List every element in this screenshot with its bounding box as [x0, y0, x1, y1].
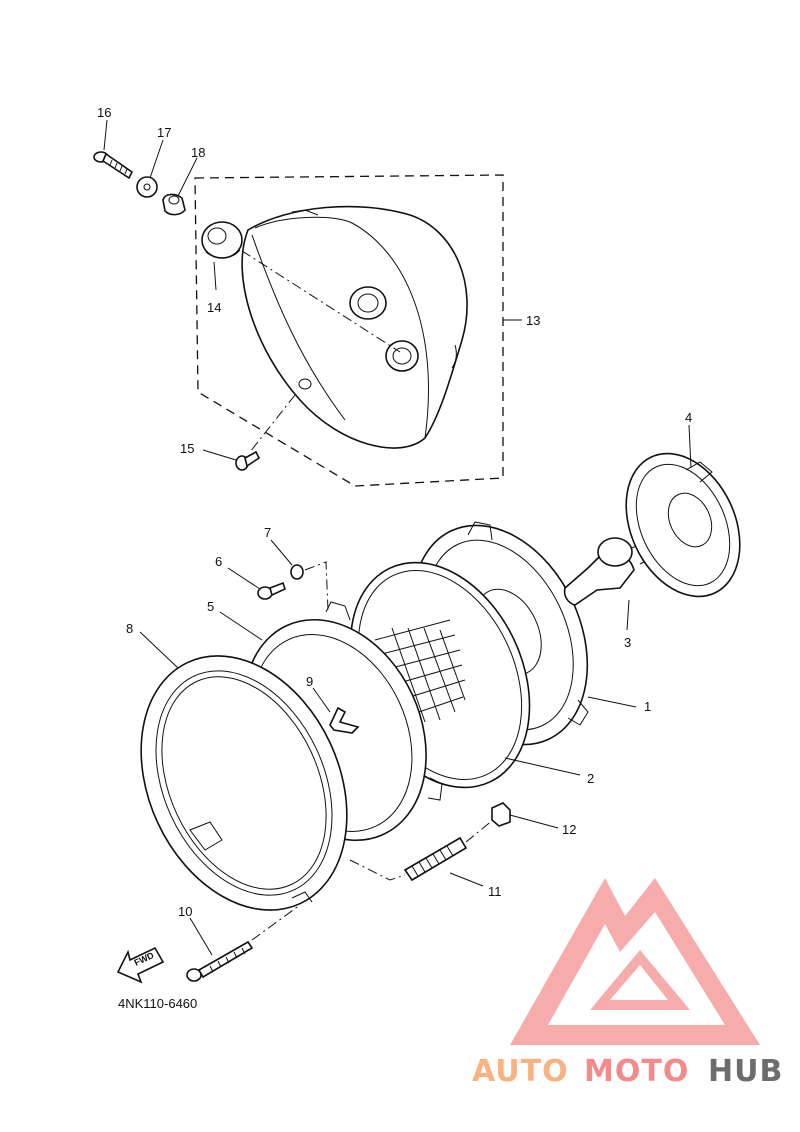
headlight-housing-shell — [241, 205, 468, 449]
callout-6: 6 — [215, 554, 222, 569]
callout-1: 1 — [644, 699, 651, 714]
screw-15 — [235, 450, 261, 471]
clip-9 — [329, 706, 360, 734]
watermark-text-hub: HUB — [708, 1054, 783, 1089]
callout-16: 16 — [97, 105, 111, 120]
watermark-text-auto: AUTO — [472, 1054, 569, 1089]
socket-cover-4 — [625, 452, 741, 598]
callout-11: 11 — [488, 884, 502, 899]
leader-lines — [103, 119, 692, 956]
callout-10: 10 — [178, 904, 192, 919]
washer-17 — [136, 176, 158, 198]
bolt-10 — [186, 940, 254, 982]
callout-8: 8 — [126, 621, 133, 636]
bulb-3 — [563, 537, 657, 606]
assembly-13-boundary — [194, 174, 504, 487]
watermark-logo — [510, 878, 760, 1045]
nut-7 — [290, 564, 304, 580]
callout-5: 5 — [207, 599, 214, 614]
screw-6 — [257, 581, 286, 600]
callout-17: 17 — [157, 125, 171, 140]
callout-13: 13 — [526, 313, 540, 328]
callout-18: 18 — [191, 145, 205, 160]
diagram-code: 4NK110-6460 — [118, 996, 197, 1011]
callout-14: 14 — [207, 300, 221, 315]
nut-12 — [491, 802, 511, 827]
spring-11 — [403, 836, 468, 882]
callout-2: 2 — [587, 771, 594, 786]
grommet-14 — [201, 221, 243, 259]
outer-rim-8 — [140, 655, 348, 911]
watermark-text-moto: MOTO — [584, 1054, 689, 1089]
callout-7: 7 — [264, 525, 271, 540]
screw-16 — [93, 151, 134, 180]
callout-9: 9 — [306, 674, 313, 689]
callout-3: 3 — [624, 635, 631, 650]
callout-labels: 1 2 3 4 5 6 7 8 9 10 11 12 13 14 15 16 1… — [97, 105, 692, 919]
callout-4: 4 — [685, 410, 692, 425]
collar-18 — [162, 193, 186, 216]
fwd-arrow-icon: FWD — [116, 946, 165, 984]
callout-15: 15 — [180, 441, 194, 456]
callout-12: 12 — [562, 822, 576, 837]
